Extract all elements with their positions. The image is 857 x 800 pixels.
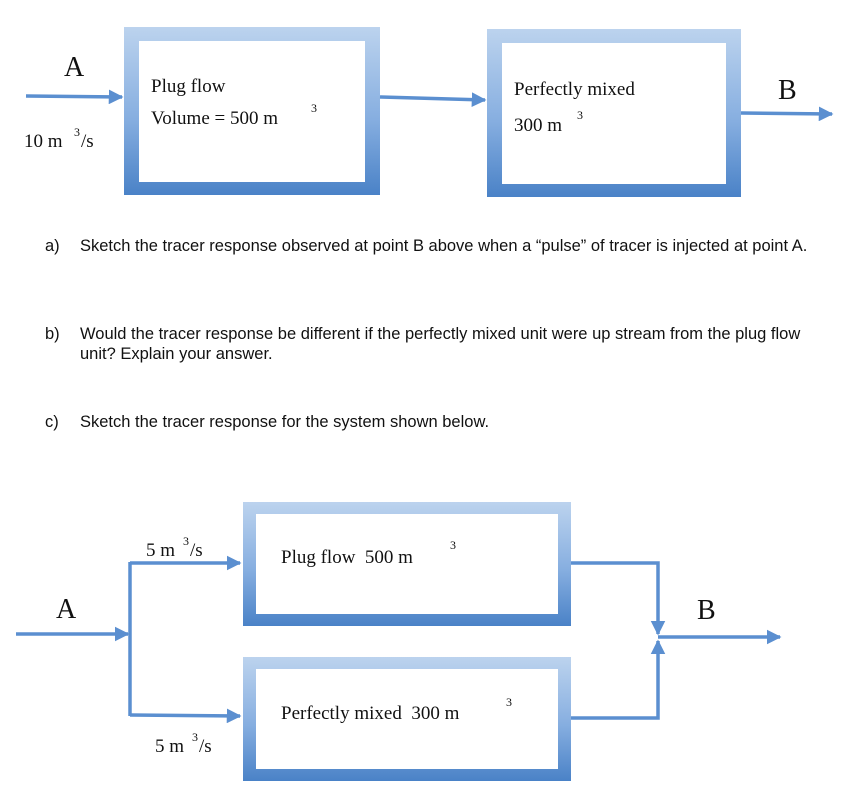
question-c-text: Sketch the tracer response for the syste… [80,413,490,431]
plug-flow-volume: Volume = 500 m [151,108,278,129]
outlet-arrow [740,106,834,122]
parallel-plug-exponent: 3 [450,538,456,552]
inlet-label-a: A [64,52,85,83]
inlet-flow-unit: /s [81,131,94,152]
mixed-volume-exponent: 3 [577,108,583,122]
bottom-branch-flow: 5 m [155,736,184,757]
parallel-plug-text: Plug flow 500 m [281,547,413,568]
top-branch-flow-exponent: 3 [183,534,189,548]
plug-flow-volume-exponent: 3 [311,101,317,115]
parallel-outlet-label-b: B [697,595,716,626]
question-c-label: c) [45,413,59,431]
parallel-mixed-exponent: 3 [506,695,512,709]
top-outlet-arrow [571,561,666,636]
bottom-outlet-arrow [571,639,666,720]
mixed-volume: 300 m [514,115,562,136]
parallel-plug-box [256,514,558,614]
diagram-top: A B 10 m 3 /s Plug flow Volume = 500 m 3… [24,27,834,197]
question-a-text: Sketch the tracer response observed at p… [80,237,808,255]
connector-arrow [379,92,487,107]
inlet-flow-value: 10 m [24,131,63,152]
bottom-branch-flow-exponent: 3 [192,730,198,744]
outlet-label-b: B [778,75,797,106]
question-b-label: b) [45,325,60,343]
top-branch-flow: 5 m [146,540,175,561]
top-branch-flow-unit: /s [190,540,203,561]
parallel-mixed-box [256,669,558,769]
inlet-arrow [25,89,124,105]
question-a-label: a) [45,237,60,255]
mixed-title: Perfectly mixed [514,79,635,100]
parallel-mixed-text: Perfectly mixed 300 m [281,703,460,724]
question-b-text: Would the tracer response be different i… [80,325,801,363]
parallel-inlet-label-a: A [56,594,77,625]
plug-flow-box [139,41,365,182]
diagram-bottom: A B 5 m 3 /s 5 m 3 /s Plug flow 500 m 3 … [16,502,782,781]
bottom-branch-arrow [129,708,242,724]
plug-flow-title: Plug flow [151,76,226,97]
inlet-flow-exponent: 3 [74,125,80,139]
mixed-box [502,43,726,184]
bottom-branch-flow-unit: /s [199,736,212,757]
